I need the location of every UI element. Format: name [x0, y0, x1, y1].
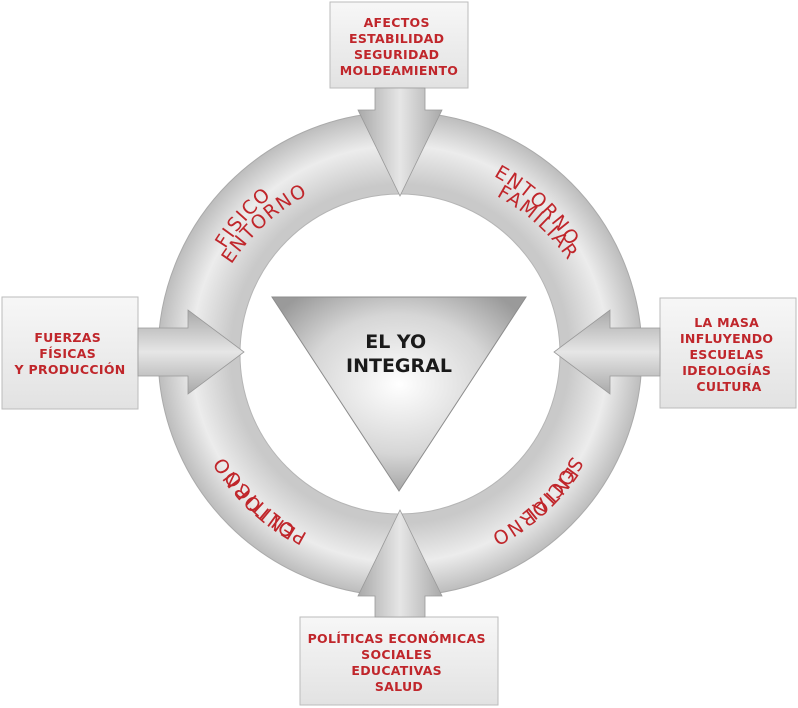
top-box-line: AFECTOS [364, 15, 430, 30]
svg-text:AFECTOS ESTABILIDAD: AFECTOS ESTABILIDAD SEGURIDAD MOLDEAMIEN… [340, 15, 458, 78]
svg-text:FUERZAS FÍSICAS Y: FUERZAS FÍSICAS Y PRODUCCIÓN [13, 330, 125, 377]
top-arrow [357, 87, 443, 197]
bottom-box-line: EDUCATIVAS [351, 663, 442, 678]
svg-text:POLÍTICAS ECONÓMICAS SOC: POLÍTICAS ECONÓMICAS SOCIALES EDUCATIVAS… [308, 631, 491, 694]
bottom-box [299, 616, 499, 706]
center-title-line2: INTEGRAL [346, 355, 452, 377]
center-title-line1: EL YO [365, 331, 426, 353]
right-box-line: LA MASA [694, 315, 759, 330]
bottom-arrow [357, 509, 443, 618]
svg-text:EL YO INTEGRAL: EL YO INTEGRAL [346, 331, 452, 377]
right-box-line: IDEOLOGÍAS [682, 363, 771, 378]
svg-text:LA MASA INFLUYENDO: LA MASA INFLUYENDO ESCUELAS IDEOLOGÍAS C… [680, 315, 778, 394]
top-box-group: AFECTOS ESTABILIDAD SEGURIDAD MOLDEAMIEN… [329, 1, 469, 197]
bottom-box-line: POLÍTICAS ECONÓMICAS [308, 631, 486, 646]
left-box-group: FUERZAS FÍSICAS Y PRODUCCIÓN [1, 296, 245, 410]
top-box-line: ESTABILIDAD [349, 31, 444, 46]
left-box-line: Y PRODUCCIÓN [13, 362, 125, 377]
bottom-box-line: SOCIALES [361, 647, 432, 662]
right-box-line: CULTURA [696, 379, 761, 394]
left-box-line: FUERZAS [34, 330, 101, 345]
right-box-group: LA MASA INFLUYENDO ESCUELAS IDEOLOGÍAS C… [553, 297, 797, 409]
right-box-line: ESCUELAS [689, 347, 763, 362]
right-arrow [553, 309, 661, 395]
bottom-box-group: POLÍTICAS ECONÓMICAS SOCIALES EDUCATIVAS… [299, 509, 499, 706]
top-box-line: SEGURIDAD [354, 47, 439, 62]
top-box-line: MOLDEAMIENTO [340, 63, 458, 78]
center-triangle: EL YO INTEGRAL [271, 296, 527, 492]
right-box [659, 297, 797, 409]
left-arrow [137, 309, 245, 395]
left-box-line: FÍSICAS [39, 346, 96, 361]
left-box [1, 296, 139, 410]
bottom-box-line: SALUD [375, 679, 423, 694]
right-box-line: INFLUYENDO [680, 331, 773, 346]
